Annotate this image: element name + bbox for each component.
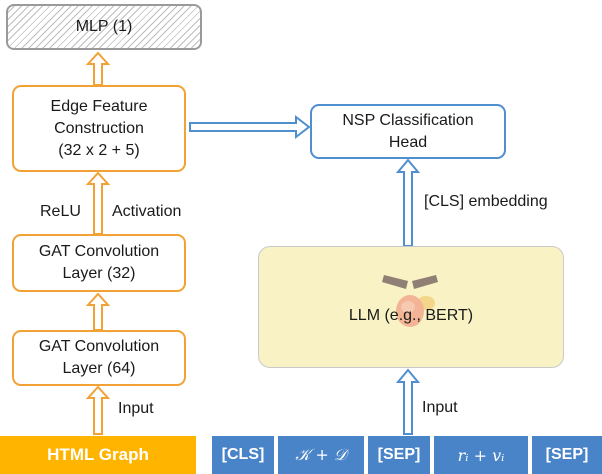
mlp-box: MLP (1) (6, 4, 202, 50)
left-input-label: Input (118, 400, 154, 417)
arrow-llm-to-nsp (395, 158, 421, 247)
arrow-input-to-gat1 (85, 385, 111, 435)
llm-mascot-face-icon (382, 275, 438, 327)
gat-conv-32-box: GAT Convolution Layer (32) (12, 234, 186, 292)
nsp-head-box: NSP Classification Head (310, 104, 506, 159)
llm-box: LLM (e.g., BERT) (258, 246, 564, 368)
token-k-plus-d: 𝒦 + 𝒟 (278, 436, 364, 474)
token-sep-2: [SEP] (532, 436, 602, 474)
edge-feature-box: Edge Feature Construction (32 x 2 + 5) (12, 85, 186, 172)
token-sep-2-label: [SEP] (545, 446, 589, 463)
mlp-label: MLP (1) (75, 18, 133, 35)
arrow-gat2-to-edge (85, 171, 111, 235)
relu-label: ReLU (40, 203, 81, 220)
right-input-label: Input (422, 399, 458, 416)
token-cls-label: [CLS] (221, 446, 265, 463)
token-r-plus-v: rᵢ + vᵢ (434, 436, 528, 474)
arrow-gat1-to-gat2 (85, 292, 111, 331)
gat-conv-64-label: GAT Convolution Layer (64) (38, 338, 160, 377)
edge-feature-label: Edge Feature Construction (32 x 2 + 5) (50, 97, 148, 159)
gat-conv-64-box: GAT Convolution Layer (64) (12, 330, 186, 386)
token-sep-1-label: [SEP] (377, 446, 421, 463)
token-cls: [CLS] (212, 436, 274, 474)
arrow-tokens-to-llm (395, 368, 421, 435)
gat-conv-32-label: GAT Convolution Layer (32) (38, 243, 160, 282)
cls-embedding-label: [CLS] embedding (424, 193, 548, 210)
activation-label: Activation (112, 203, 182, 220)
arrow-edge-to-mlp (85, 51, 111, 86)
nsp-head-label: NSP Classification Head (342, 111, 474, 151)
llm-label: LLM (e.g., BERT) (348, 307, 474, 324)
token-r-plus-v-label: rᵢ + vᵢ (457, 445, 505, 465)
token-k-plus-d-label: 𝒦 + 𝒟 (295, 445, 347, 464)
html-graph-bar: HTML Graph (0, 436, 196, 474)
arrow-edge-to-nsp (189, 114, 311, 140)
token-sep-1: [SEP] (368, 436, 430, 474)
html-graph-label: HTML Graph (47, 445, 149, 464)
